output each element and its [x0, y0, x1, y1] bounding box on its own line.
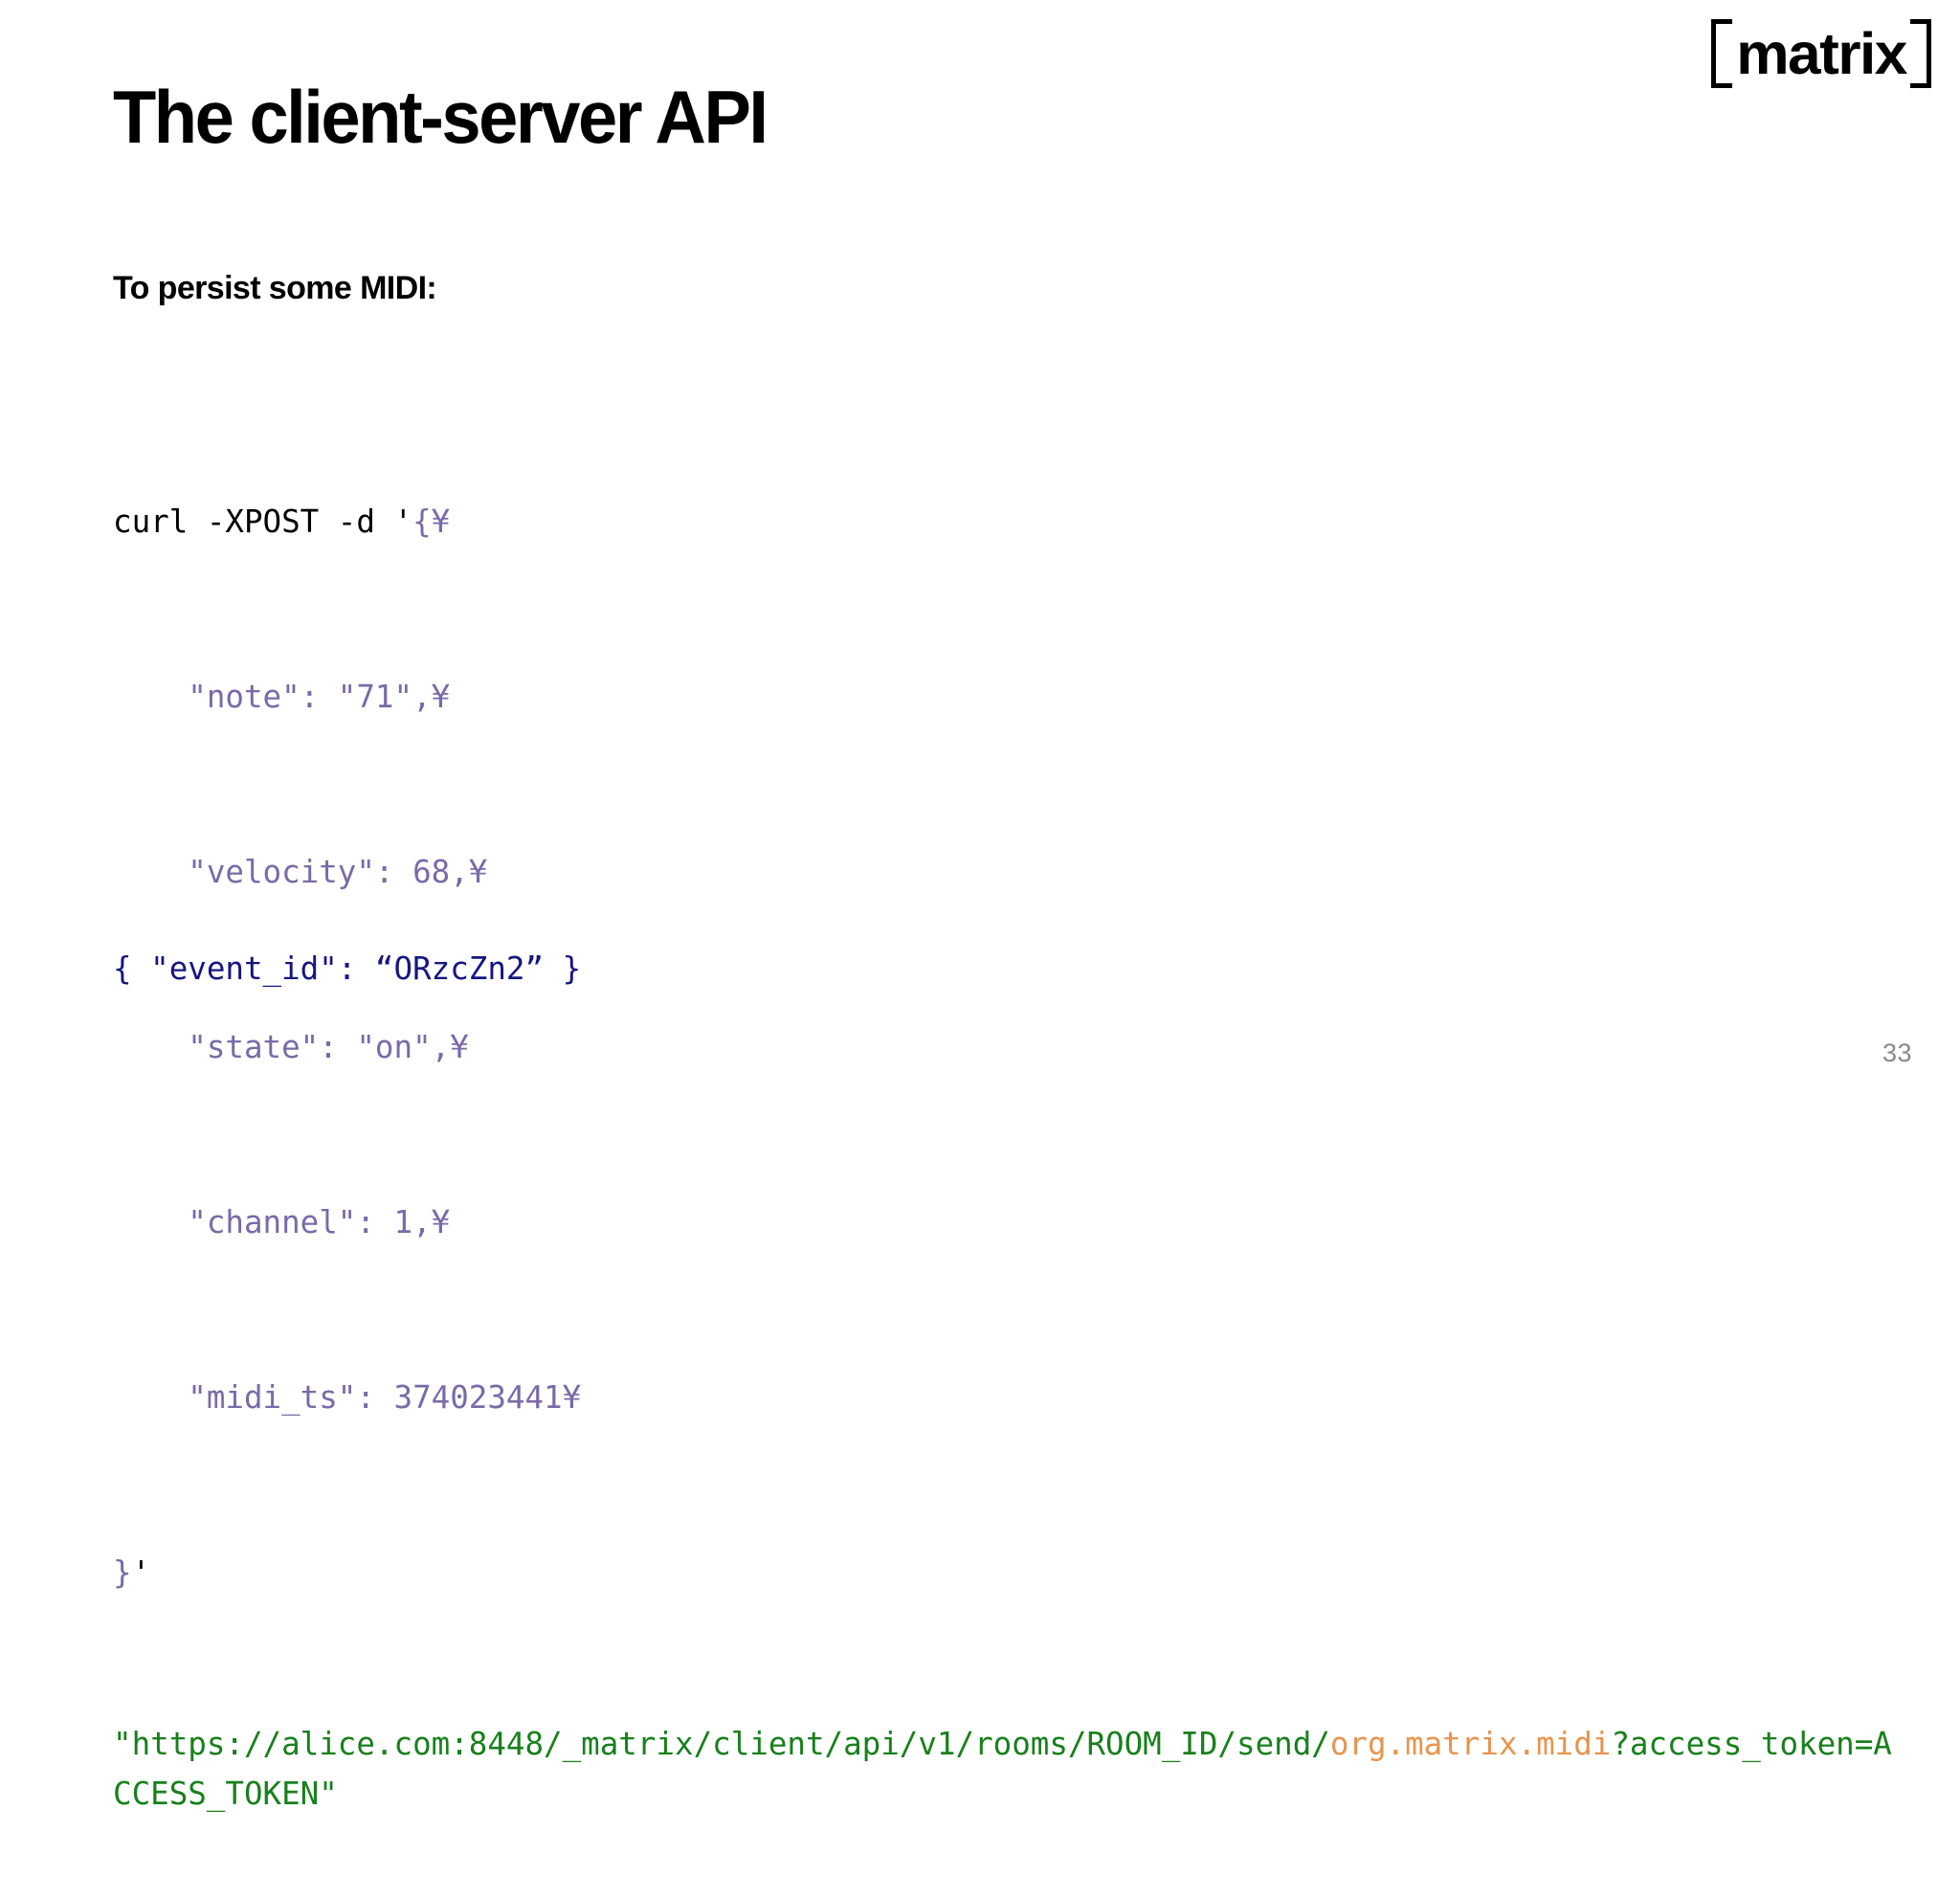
- code-line-curl: curl -XPOST -d '{¥: [113, 493, 1903, 551]
- code-token-json-close: }: [113, 1554, 132, 1591]
- code-line-note: "note": "71",¥: [113, 679, 451, 715]
- code-token-url-prefix: "https://alice.com:8448/_matrix/client/a…: [113, 1726, 1330, 1762]
- response-json: { "event_id": “ORzcZn2” }: [113, 950, 582, 987]
- code-line-state: "state": "on",¥: [113, 1029, 469, 1065]
- code-token-command: curl -XPOST -d ': [113, 503, 413, 540]
- code-line-midi-ts: "midi_ts": 374023441¥: [113, 1379, 582, 1416]
- code-line-channel: "channel": 1,¥: [113, 1204, 451, 1240]
- page-title: The client-server API: [113, 75, 768, 159]
- page-number: 33: [1882, 1039, 1912, 1067]
- matrix-logo: matrix: [1710, 19, 1931, 88]
- logo-bracket-left-icon: [1710, 19, 1732, 88]
- code-token-quote-close: ': [131, 1554, 151, 1591]
- logo-wordmark: matrix: [1736, 21, 1907, 86]
- curl-code-block: curl -XPOST -d '{¥ "note": "71",¥ "veloc…: [113, 376, 1903, 1877]
- code-line-url: "https://alice.com:8448/_matrix/client/a…: [113, 1719, 1903, 1819]
- section-subheading: To persist some MIDI:: [113, 270, 437, 306]
- code-token-json-open: {¥: [412, 503, 451, 540]
- logo-bracket-right-icon: [1910, 19, 1931, 88]
- code-line-json-close: }': [113, 1544, 1903, 1602]
- code-line-velocity: "velocity": 68,¥: [113, 854, 488, 890]
- code-token-event-type: org.matrix.midi: [1329, 1726, 1612, 1762]
